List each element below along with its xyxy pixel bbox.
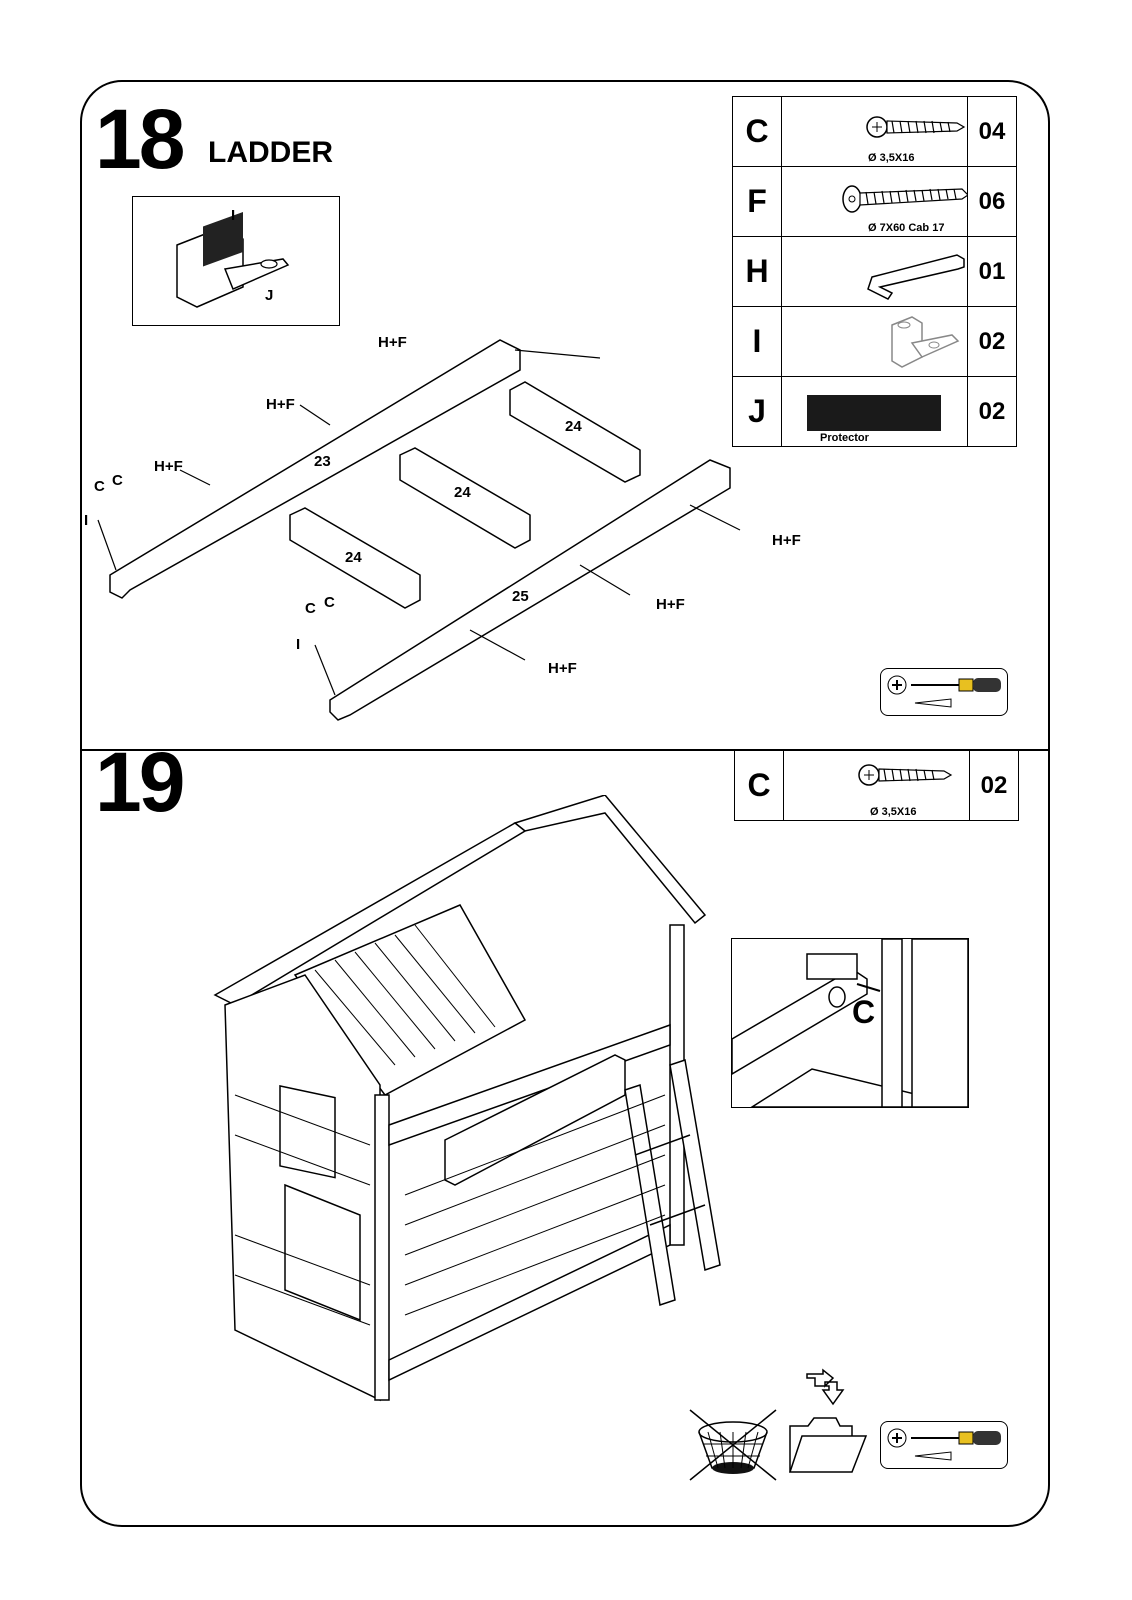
detail-label-c: C xyxy=(852,994,876,1030)
bracket-detail-inset: I J xyxy=(132,196,340,326)
inset-label-j: J xyxy=(265,287,274,304)
parts-row: F Ø 7X60 Cab 17 06 xyxy=(732,166,1017,237)
hf-label: H+F xyxy=(154,458,183,475)
hf-label: H+F xyxy=(656,596,685,613)
parts-row: H 01 xyxy=(732,236,1017,307)
i-label: I xyxy=(84,512,89,529)
part-spec: Ø 3,5X16 xyxy=(868,152,915,164)
bunk-bed-house-drawing xyxy=(213,795,721,1402)
screw-icon: Ø 3,5X16 xyxy=(781,96,968,167)
inset-label-i: I xyxy=(231,207,236,224)
protector-pad-icon: Protector xyxy=(781,376,968,447)
c-label: C xyxy=(324,594,335,611)
step-18-number: 18 xyxy=(95,92,185,186)
long-bolt-icon: Ø 7X60 Cab 17 xyxy=(781,166,968,237)
step-18-parts-table: C Ø 3,5X16 04 F Ø 7X60 Cab 17 06 H 01 I … xyxy=(732,96,1017,447)
step-18-title: LADDER xyxy=(208,136,333,169)
part-qty: 04 xyxy=(967,96,1017,167)
screw-detail-inset: C xyxy=(731,938,969,1108)
allen-key-icon xyxy=(781,236,968,307)
part-qty: 02 xyxy=(967,306,1017,377)
ladder-exploded-drawing xyxy=(97,339,741,721)
part-qty: 02 xyxy=(969,750,1019,821)
hf-label: H+F xyxy=(378,334,407,351)
screwdriver-icon xyxy=(880,1421,1008,1469)
i-label: I xyxy=(296,636,301,653)
hf-label: H+F xyxy=(266,396,295,413)
piece-label: 24 xyxy=(565,418,582,435)
page-frame xyxy=(80,80,1050,1527)
bracket-detail-drawing xyxy=(176,211,290,308)
screwdriver-icon xyxy=(880,668,1008,716)
c-label: C xyxy=(305,600,316,617)
c-label: C xyxy=(94,478,105,495)
screw-detail-drawing xyxy=(731,938,969,1108)
screw-icon: Ø 3,5X16 xyxy=(783,750,970,821)
part-qty: 06 xyxy=(967,166,1017,237)
piece-label: 23 xyxy=(314,453,331,470)
part-letter: C xyxy=(734,750,784,821)
part-letter: J xyxy=(732,376,782,447)
part-spec: Ø 3,5X16 xyxy=(870,806,917,818)
parts-row: I 02 xyxy=(732,306,1017,377)
step-19-number: 19 xyxy=(95,735,185,829)
part-letter: I xyxy=(732,306,782,377)
piece-label: 25 xyxy=(512,588,529,605)
part-letter: H xyxy=(732,236,782,307)
folder-icon xyxy=(788,1417,868,1473)
no-basket-icon xyxy=(689,1409,777,1481)
parts-row: J Protector 02 xyxy=(732,376,1017,447)
hf-label: H+F xyxy=(772,532,801,549)
bracket-icon xyxy=(781,306,968,377)
part-qty: 02 xyxy=(967,376,1017,447)
c-label: C xyxy=(112,472,123,489)
hf-label: H+F xyxy=(548,660,577,677)
part-letter: F xyxy=(732,166,782,237)
parts-row: C Ø 3,5X16 02 xyxy=(734,750,1019,821)
part-spec: Protector xyxy=(820,432,869,444)
piece-label: 24 xyxy=(454,484,471,501)
part-letter: C xyxy=(732,96,782,167)
step-19-parts-table: C Ø 3,5X16 02 xyxy=(734,750,1019,821)
part-qty: 01 xyxy=(967,236,1017,307)
piece-label: 24 xyxy=(345,549,362,566)
arrow-icon xyxy=(806,1368,845,1406)
part-spec: Ø 7X60 Cab 17 xyxy=(868,222,945,234)
parts-row: C Ø 3,5X16 04 xyxy=(732,96,1017,167)
section-divider xyxy=(80,749,1050,751)
